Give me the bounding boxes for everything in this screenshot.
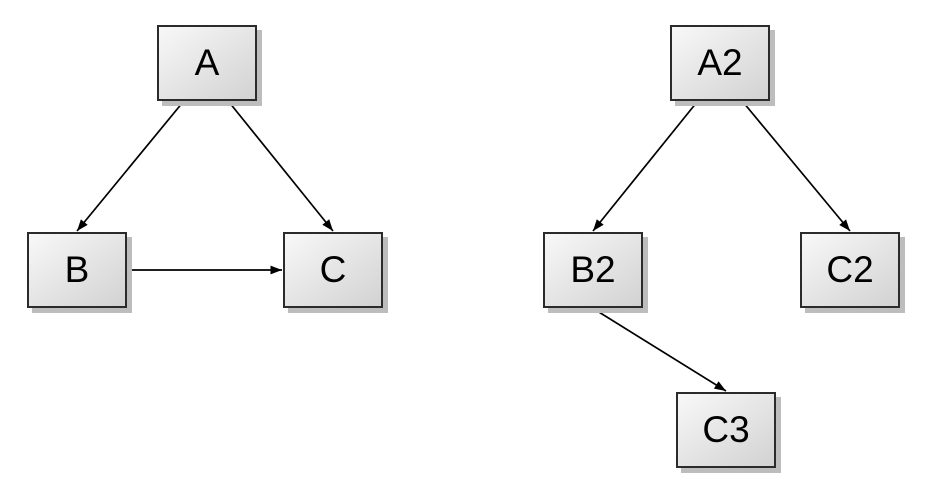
node-label-c2: C2 xyxy=(826,248,874,290)
edge-b2-c3 xyxy=(593,308,727,392)
node-b: B xyxy=(27,232,127,308)
edge-a-b xyxy=(76,101,184,232)
node-a: A xyxy=(157,25,257,101)
node-label-a2: A2 xyxy=(697,41,743,83)
node-c: C xyxy=(283,232,383,308)
node-label-b: B xyxy=(64,248,90,290)
node-c3: C3 xyxy=(676,392,776,468)
node-label-c3: C3 xyxy=(702,408,750,450)
node-a2: A2 xyxy=(670,25,770,101)
node-label-b2: B2 xyxy=(570,248,616,290)
node-label-c: C xyxy=(319,248,347,290)
edge-a-c xyxy=(228,101,334,232)
edge-a2-c2 xyxy=(742,101,851,232)
node-c2: C2 xyxy=(800,232,900,308)
node-b2: B2 xyxy=(543,232,643,308)
node-label-a: A xyxy=(194,41,220,83)
edge-a2-b2 xyxy=(592,101,698,232)
